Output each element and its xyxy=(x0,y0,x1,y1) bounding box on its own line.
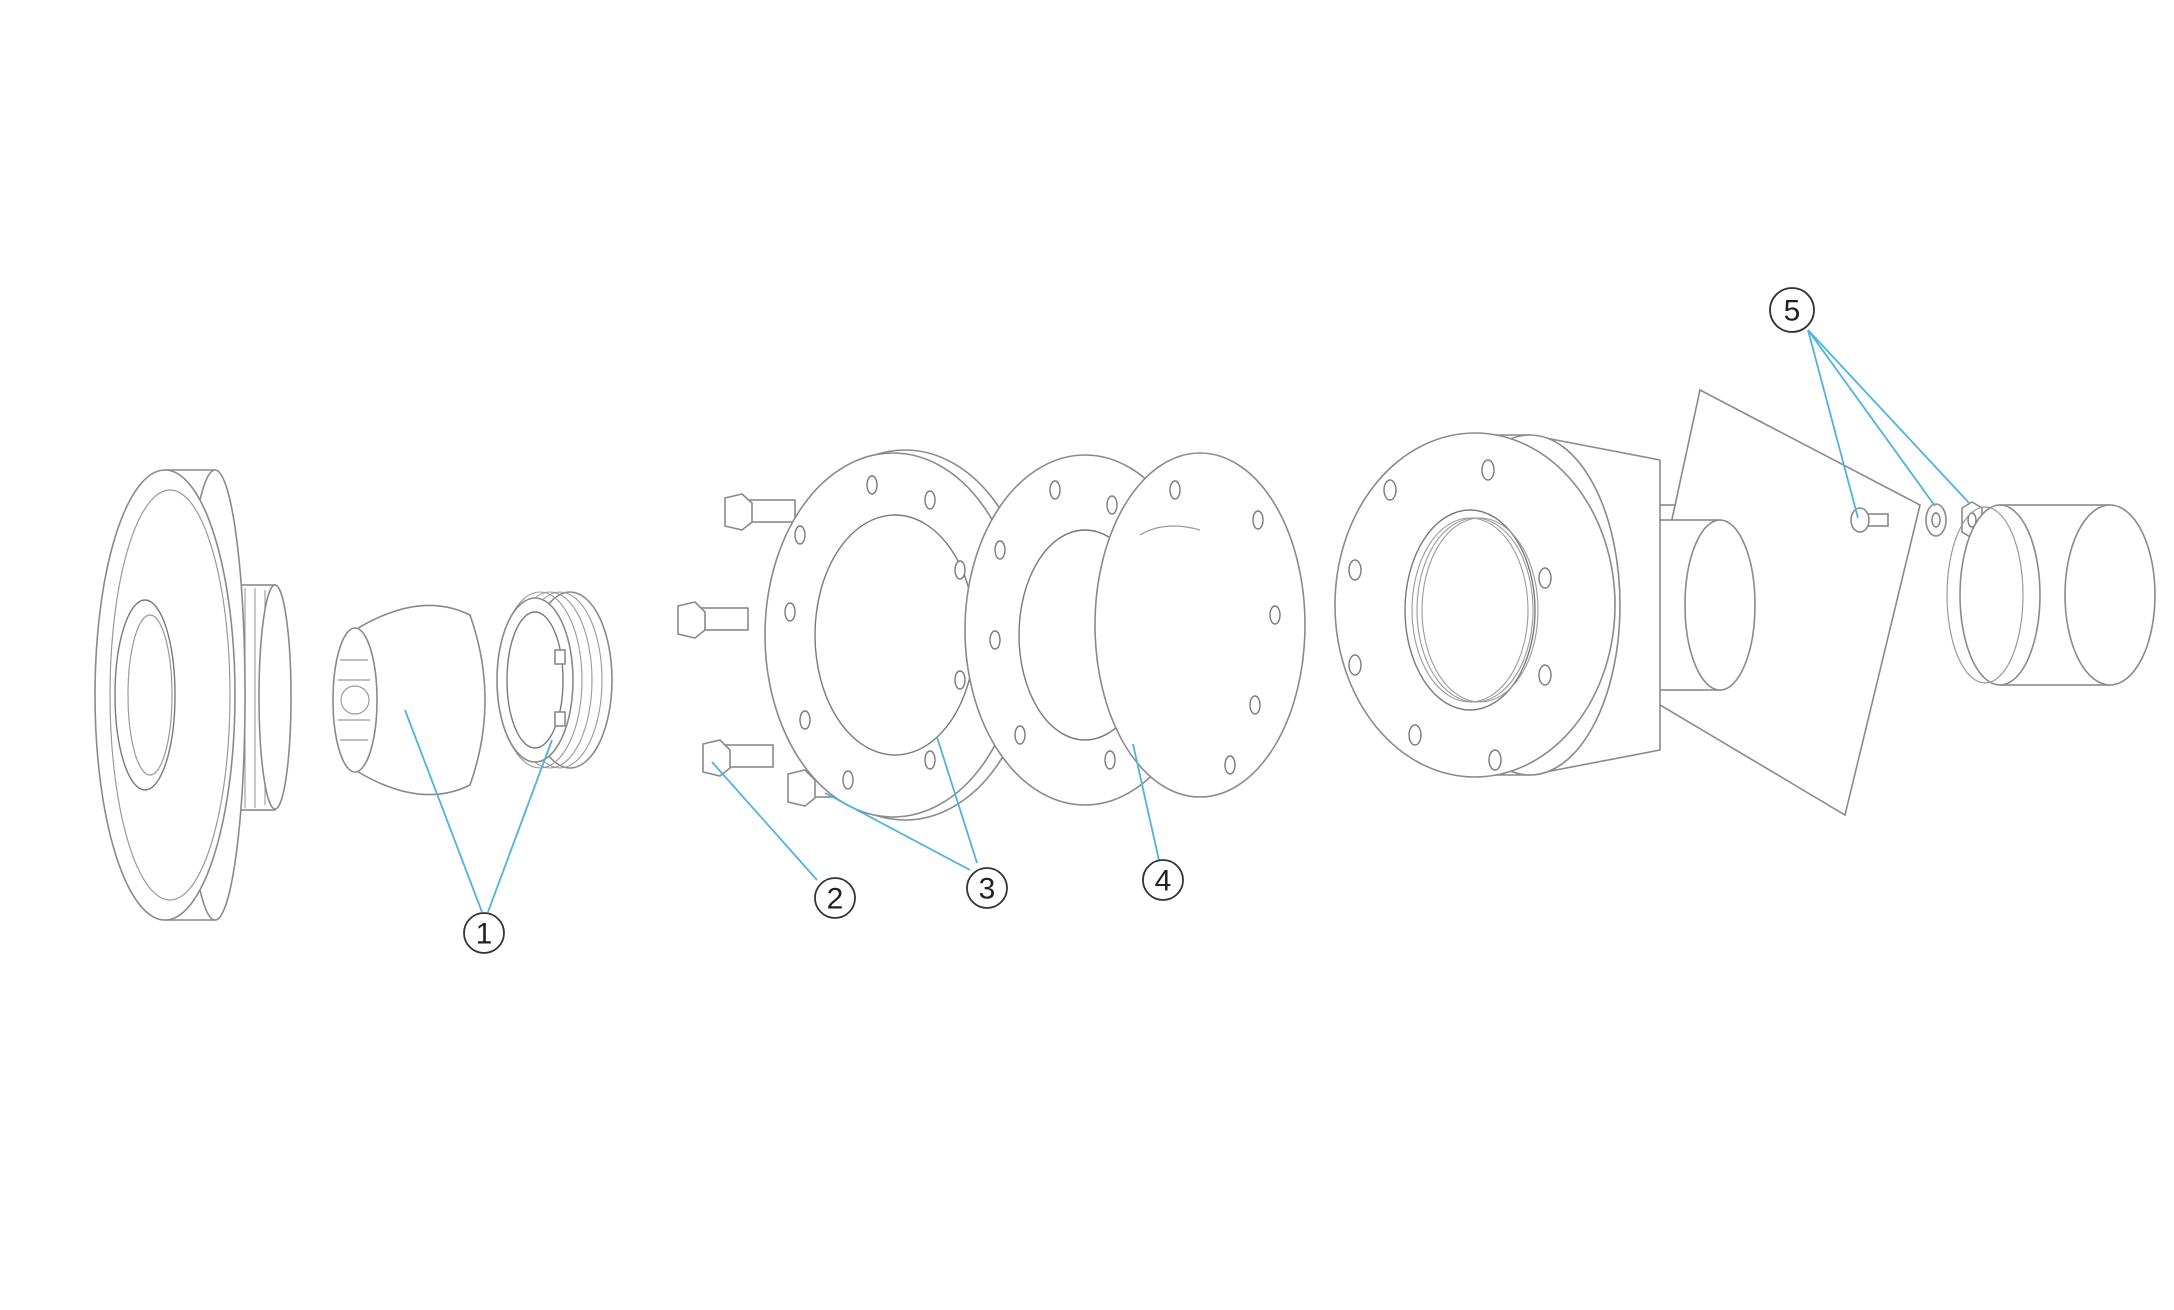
body-housing xyxy=(1334,388,2156,817)
callout-5: 5 xyxy=(1769,287,1815,333)
clamp-flange-ring xyxy=(764,449,1036,821)
bolt xyxy=(724,493,796,531)
callout-label: 3 xyxy=(979,873,996,906)
threaded-ring-nut xyxy=(496,591,613,769)
face-flange xyxy=(94,469,292,921)
callout-1: 1 xyxy=(463,912,505,954)
leader-lines xyxy=(404,329,1971,913)
callout-3: 3 xyxy=(966,867,1008,909)
bolt xyxy=(702,739,774,777)
gasket-rear xyxy=(1094,452,1306,798)
callout-label: 4 xyxy=(1155,865,1172,898)
bolt xyxy=(677,601,749,639)
plate-screw xyxy=(1850,507,1889,533)
lock-washer xyxy=(1925,503,1947,537)
callout-label: 1 xyxy=(476,918,493,951)
dome-insert xyxy=(332,604,486,796)
callout-2: 2 xyxy=(814,877,856,919)
callout-label: 5 xyxy=(1784,295,1801,328)
callout-4: 4 xyxy=(1142,859,1184,901)
callout-label: 2 xyxy=(827,883,844,916)
